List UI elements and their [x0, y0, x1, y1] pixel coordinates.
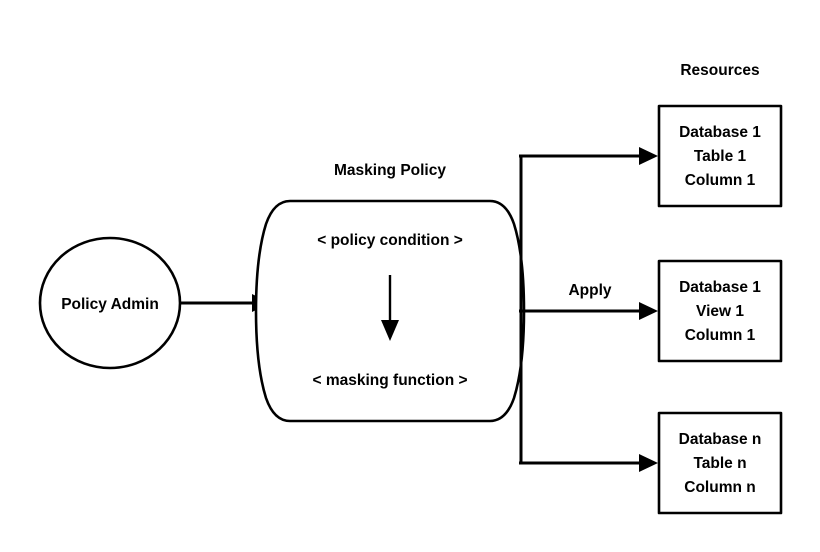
resource-box-1-rect [657, 104, 783, 208]
resource-box-2-rect [657, 259, 783, 363]
resource-box-3-line2: Table n [693, 455, 746, 472]
policy-admin-label: Policy Admin [61, 296, 159, 313]
resource-box-1-line3: Column 1 [685, 172, 756, 189]
resource-box-3[interactable]: Database n Table n Column n [657, 411, 783, 515]
resource-box-2-line3: Column 1 [685, 327, 756, 344]
apply-branch-2-arrowhead [639, 302, 658, 320]
resource-box-3-rect [657, 411, 783, 515]
resource-box-2-line2: View 1 [696, 303, 744, 320]
apply-branch-1-arrowhead [639, 147, 658, 165]
policy-admin-ellipse [38, 236, 182, 370]
masking-policy-node[interactable]: < policy condition > < masking function … [254, 199, 526, 423]
policy-condition-label: < policy condition > [317, 232, 463, 249]
resources-title: Resources [680, 62, 759, 79]
resource-box-3-line1: Database n [679, 431, 762, 448]
resource-box-1-line1: Database 1 [679, 124, 761, 141]
masking-function-label: < masking function > [312, 372, 467, 389]
resource-box-2[interactable]: Database 1 View 1 Column 1 [657, 259, 783, 363]
masking-policy-title: Masking Policy [334, 162, 446, 179]
policy-flow-down-arrowhead [381, 320, 399, 341]
policy-flow-down-arrow [381, 275, 399, 341]
resource-box-2-line1: Database 1 [679, 279, 761, 296]
resource-box-1-line2: Table 1 [694, 148, 747, 165]
apply-edge-label: Apply [568, 282, 611, 299]
apply-branch-3-arrowhead [639, 454, 658, 472]
resource-box-1[interactable]: Database 1 Table 1 Column 1 [657, 104, 783, 208]
policy-admin-node[interactable]: Policy Admin [38, 236, 182, 370]
apply-branch-connector: Apply [519, 147, 658, 472]
resource-box-3-line3: Column n [684, 479, 755, 496]
